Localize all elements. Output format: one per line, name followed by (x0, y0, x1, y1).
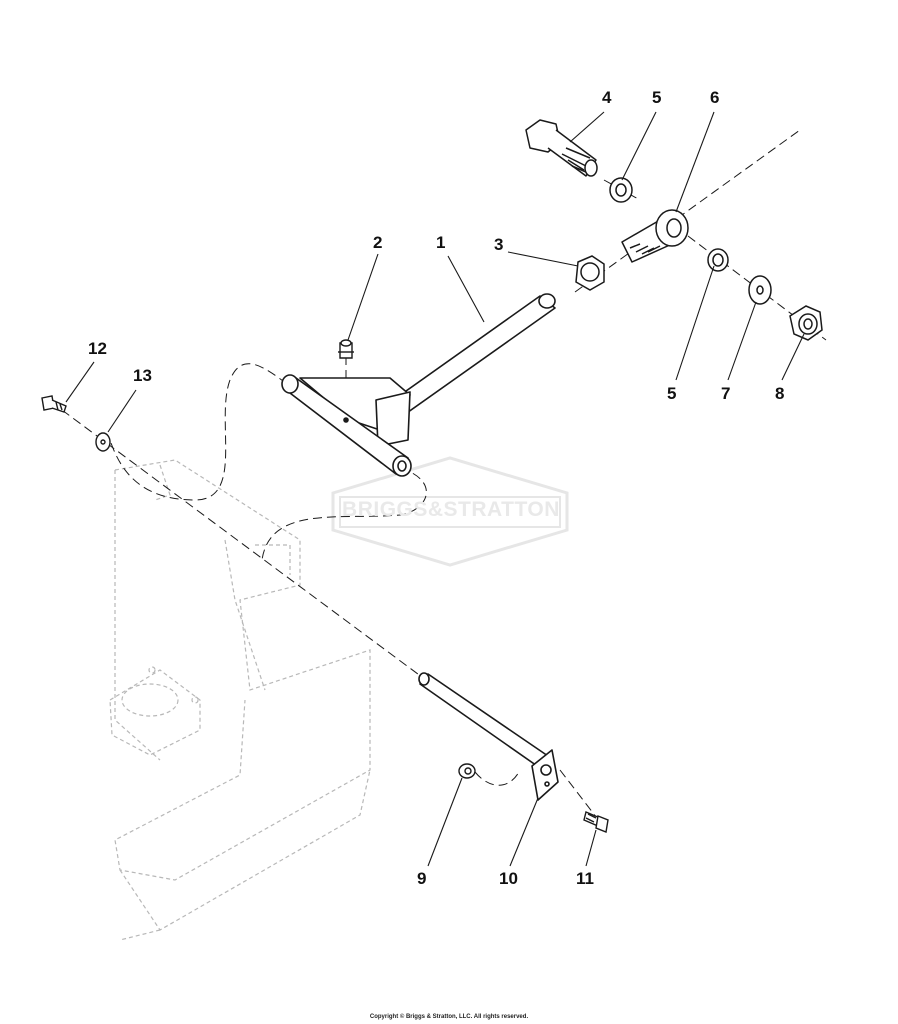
callout-11: 11 (576, 869, 594, 888)
callout-3: 3 (494, 235, 504, 254)
part-12-screw (41, 395, 67, 413)
callout-leader-lines (65, 111, 805, 867)
callout-1: 1 (436, 233, 446, 252)
copyright-footer: Copyright © Briggs & Stratton, LLC. All … (369, 1014, 529, 1020)
callout-4: 4 (602, 88, 612, 107)
part-13-washer (95, 432, 111, 452)
watermark-logo (331, 456, 569, 567)
part-11-screw (583, 811, 609, 833)
part-10-shaft-bracket (418, 672, 559, 801)
part-9-bushing (458, 763, 476, 779)
callout-5-upper: 5 (652, 88, 662, 107)
callout-10: 10 (499, 869, 518, 888)
callout-9: 9 (417, 869, 427, 888)
part-7-flat-washer (748, 275, 772, 305)
callout-6: 6 (710, 88, 720, 107)
part-5-washer-upper (609, 177, 633, 203)
callout-7: 7 (721, 384, 731, 403)
callout-13: 13 (133, 366, 152, 385)
part-2-grease-fitting (338, 339, 354, 359)
ghost-frame-outline (109, 459, 371, 941)
part-6-rod-end (621, 209, 689, 263)
part-3-hex-nut (575, 255, 605, 291)
part-5-washer-lower (707, 248, 729, 272)
callout-12: 12 (88, 339, 107, 358)
callout-2: 2 (373, 233, 383, 252)
callout-8: 8 (775, 384, 785, 403)
callout-5-lower: 5 (667, 384, 677, 403)
watermark-text: BRIGGS&STRATTON (342, 498, 560, 521)
part-1-t-lever (281, 293, 556, 477)
part-8-lock-nut (789, 305, 823, 341)
part-4-hex-bolt (525, 119, 598, 177)
